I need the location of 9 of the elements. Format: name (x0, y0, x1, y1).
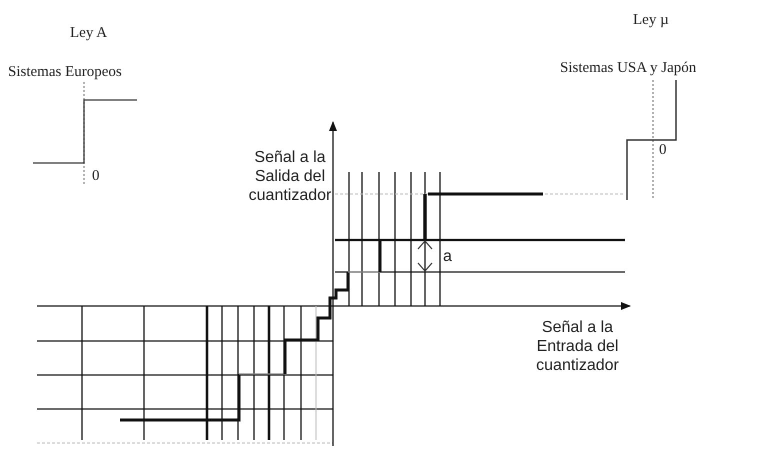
zero-label: 0 (659, 142, 666, 159)
region-label: Sistemas USA y Japón (560, 60, 696, 77)
step-size-label: a (443, 247, 452, 266)
law-name: Ley A (70, 25, 108, 42)
law-name: Ley µ (633, 12, 669, 29)
region-label: Sistemas Europeos (8, 64, 122, 81)
zero-label: 0 (92, 168, 100, 185)
axis-title: Señal a la Entrada del cuantizador (535, 318, 620, 376)
axis-title: Señal a la Salida del cuantizador (248, 148, 332, 206)
